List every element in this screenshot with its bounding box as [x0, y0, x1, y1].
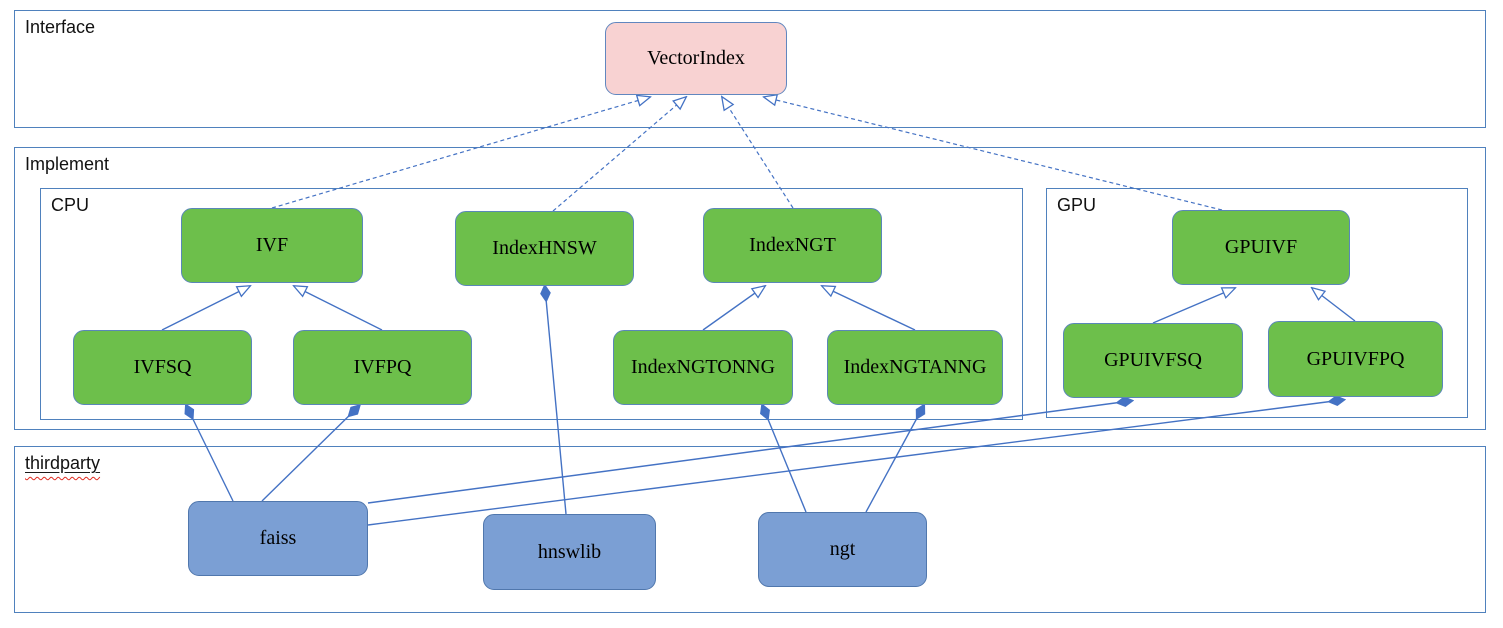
- node-label-hnswlib: hnswlib: [537, 540, 602, 563]
- edge-ivf-vectorindex-realize: [271, 97, 650, 209]
- container-label-text-thirdparty: thirdparty: [25, 453, 101, 473]
- container-label-cpu: CPU: [51, 195, 90, 215]
- container-label-implement: Implement: [25, 154, 110, 174]
- edge-indexngtanng-ngt-compose: [865, 407, 923, 513]
- container-label-thirdparty: thirdparty: [25, 453, 100, 474]
- container-implement: Implement: [14, 147, 1486, 430]
- node-faiss: faiss: [188, 501, 368, 576]
- node-label-indexhnsw: IndexHNSW: [492, 237, 597, 259]
- node-gpuivfsq: GPUIVFSQ: [1063, 323, 1243, 398]
- edge-ivfsq-ivf-extend: [161, 286, 250, 331]
- edge-indexhnsw-vectorindex-realize: [552, 97, 686, 212]
- node-indexngtanng: IndexNGTANNG: [827, 330, 1003, 405]
- node-label-gpuivf: GPUIVF: [1224, 236, 1298, 258]
- node-gpuivfpq: GPUIVFPQ: [1268, 321, 1443, 397]
- edge-indexhnsw-hnswlib-compose: [545, 288, 567, 515]
- node-indexhnsw: IndexHNSW: [455, 211, 634, 286]
- edge-gpuivfpq-gpuivf-extend: [1312, 288, 1356, 322]
- node-label-ivfpq: IVFPQ: [353, 356, 412, 378]
- node-ngt: ngt: [758, 512, 927, 587]
- node-label-gpuivfpq: GPUIVFPQ: [1306, 347, 1405, 370]
- container-interface: Interface: [14, 10, 1486, 128]
- container-label-gpu: GPU: [1057, 195, 1097, 215]
- edge-gpuivfsq-faiss-compose: [367, 401, 1130, 504]
- node-label-faiss: faiss: [259, 527, 297, 549]
- node-hnswlib: hnswlib: [483, 514, 656, 590]
- edge-ivfpq-faiss-compose: [261, 407, 358, 502]
- node-vectorindex: VectorIndex: [605, 22, 787, 95]
- node-ivfsq: IVFSQ: [73, 330, 252, 405]
- node-label-indexngtanng: IndexNGTANNG: [843, 356, 987, 378]
- edge-gpuivfsq-gpuivf-extend: [1152, 288, 1235, 324]
- node-label-ngt: ngt: [829, 538, 856, 560]
- node-label-ivf: IVF: [255, 234, 289, 256]
- edge-gpuivf-vectorindex-realize: [764, 97, 1223, 211]
- node-label-gpuivfsq: GPUIVFSQ: [1104, 349, 1202, 371]
- node-label-vectorindex: VectorIndex: [647, 47, 745, 69]
- node-ivf: IVF: [181, 208, 363, 283]
- edge-gpuivfpq-faiss-compose: [367, 400, 1342, 526]
- container-cpu: CPU: [40, 188, 1023, 420]
- edge-indexngt-vectorindex-realize: [722, 97, 794, 209]
- edge-indexngtonng-ngt-compose: [763, 407, 807, 513]
- edge-ivfpq-ivf-extend: [294, 286, 383, 331]
- container-thirdparty: thirdparty: [14, 446, 1486, 613]
- node-label-ivfsq: IVFSQ: [133, 356, 192, 378]
- container-label-interface: Interface: [25, 17, 96, 37]
- node-ivfpq: IVFPQ: [293, 330, 472, 405]
- node-gpuivf: GPUIVF: [1172, 210, 1350, 285]
- container-gpu: GPU: [1046, 188, 1468, 418]
- node-indexngt: IndexNGT: [703, 208, 882, 283]
- node-label-indexngtonng: IndexNGTONNG: [630, 356, 776, 378]
- edge-ivfsq-faiss-compose: [187, 407, 234, 502]
- node-indexngtonng: IndexNGTONNG: [613, 330, 793, 405]
- edge-indexngtonng-indexngt-extend: [702, 286, 765, 331]
- edge-indexngtanng-indexngt-extend: [822, 286, 916, 331]
- node-label-indexngt: IndexNGT: [749, 234, 836, 256]
